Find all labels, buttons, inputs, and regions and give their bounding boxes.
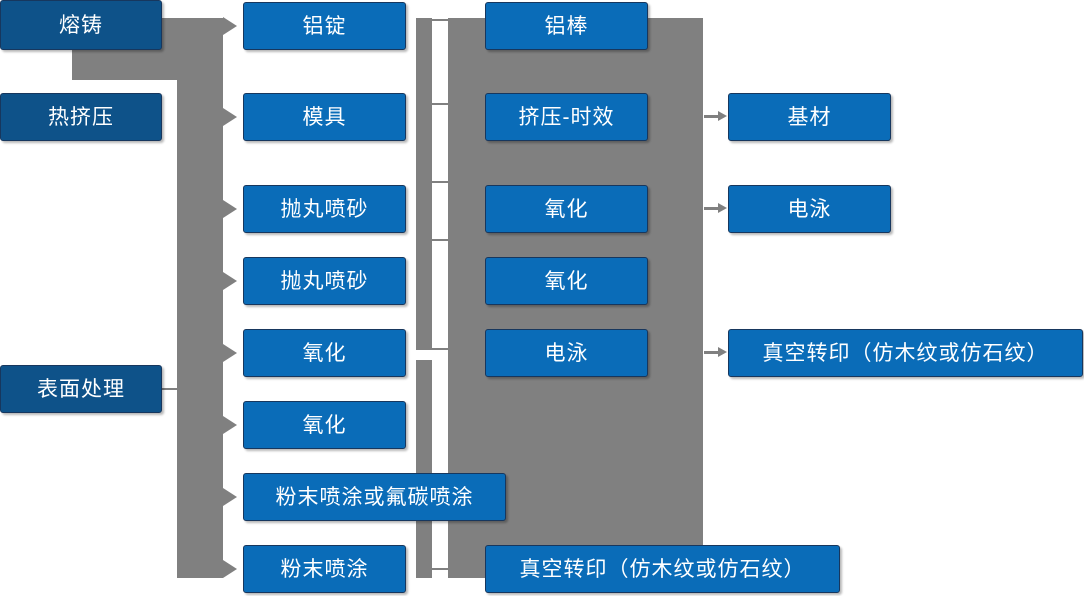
left-connector-bar: [177, 18, 223, 578]
node-c4n3[interactable]: 真空转印（仿木纹或仿石纹）: [728, 329, 1083, 377]
node-c3n5[interactable]: 电泳: [485, 329, 648, 377]
node-c2n1[interactable]: 铝锭: [243, 2, 406, 50]
node-label: 粉末喷涂: [280, 557, 369, 581]
node-label: 铝锭: [302, 14, 347, 38]
node-c3n6[interactable]: 真空转印（仿木纹或仿石纹）: [485, 545, 840, 593]
mid-narrow-bar-seg-1: [416, 18, 432, 350]
mid-tick-5: [432, 348, 449, 350]
node-label: 真空转印（仿木纹或仿石纹）: [762, 341, 1049, 365]
node-label: 电泳: [544, 341, 589, 365]
node-label: 热挤压: [48, 105, 114, 129]
mid-tick-3: [432, 181, 449, 183]
node-c2n8[interactable]: 粉末喷涂: [243, 545, 406, 593]
surface-treatment-feed-line: [160, 388, 182, 390]
mid-tick-4: [432, 239, 449, 241]
arrow-to-模具: [223, 108, 237, 126]
node-c1n2[interactable]: 热挤压: [0, 93, 162, 141]
node-label: 氧化: [544, 197, 589, 221]
arrow-to-粉末喷涂: [223, 560, 237, 578]
node-c3n1[interactable]: 铝棒: [485, 2, 648, 50]
arrow-to-氧化-2: [223, 416, 237, 434]
arrow-to-铝锭: [223, 17, 237, 35]
node-c2n5[interactable]: 氧化: [243, 329, 406, 377]
node-label: 粉末喷涂或氟碳喷涂: [275, 485, 474, 509]
node-c2n3[interactable]: 抛丸喷砂: [243, 185, 406, 233]
node-label: 氧化: [302, 413, 347, 437]
arrow-to-真空转印-out: [704, 347, 727, 357]
arrow-to-粉末喷涂或氟碳喷涂: [223, 488, 237, 506]
mid-tick-2: [432, 103, 449, 105]
node-label: 基材: [787, 105, 832, 129]
node-c3n2[interactable]: 挤压-时效: [485, 93, 648, 141]
arrow-to-电泳-out: [704, 203, 727, 213]
mid-narrow-bar-seg-2: [416, 360, 432, 578]
node-label: 表面处理: [37, 377, 125, 401]
node-label: 挤压-时效: [518, 105, 615, 129]
node-label: 电泳: [787, 197, 832, 221]
node-c2n2[interactable]: 模具: [243, 93, 406, 141]
mid-tick-6: [432, 568, 449, 570]
node-label: 真空转印（仿木纹或仿石纹）: [519, 557, 806, 581]
node-c4n1[interactable]: 基材: [728, 93, 891, 141]
node-c3n3[interactable]: 氧化: [485, 185, 648, 233]
node-label: 熔铸: [59, 13, 103, 37]
node-label: 铝棒: [544, 14, 589, 38]
node-c2n7[interactable]: 粉末喷涂或氟碳喷涂: [243, 473, 506, 521]
node-c1n3[interactable]: 表面处理: [0, 365, 162, 413]
node-label: 抛丸喷砂: [280, 269, 369, 293]
node-label: 氧化: [302, 341, 347, 365]
node-label: 氧化: [544, 269, 589, 293]
node-label: 抛丸喷砂: [280, 197, 369, 221]
arrow-to-氧化-1: [223, 344, 237, 362]
node-c2n4[interactable]: 抛丸喷砂: [243, 257, 406, 305]
mid-tick-1: [432, 19, 449, 21]
arrow-to-抛丸喷砂-1: [223, 200, 237, 218]
node-label: 模具: [302, 105, 347, 129]
node-c2n6[interactable]: 氧化: [243, 401, 406, 449]
arrow-to-抛丸喷砂-2: [223, 272, 237, 290]
node-c4n2[interactable]: 电泳: [728, 185, 891, 233]
arrow-to-基材: [704, 111, 727, 121]
node-c3n4[interactable]: 氧化: [485, 257, 648, 305]
node-c1n1[interactable]: 熔铸: [0, 0, 162, 50]
